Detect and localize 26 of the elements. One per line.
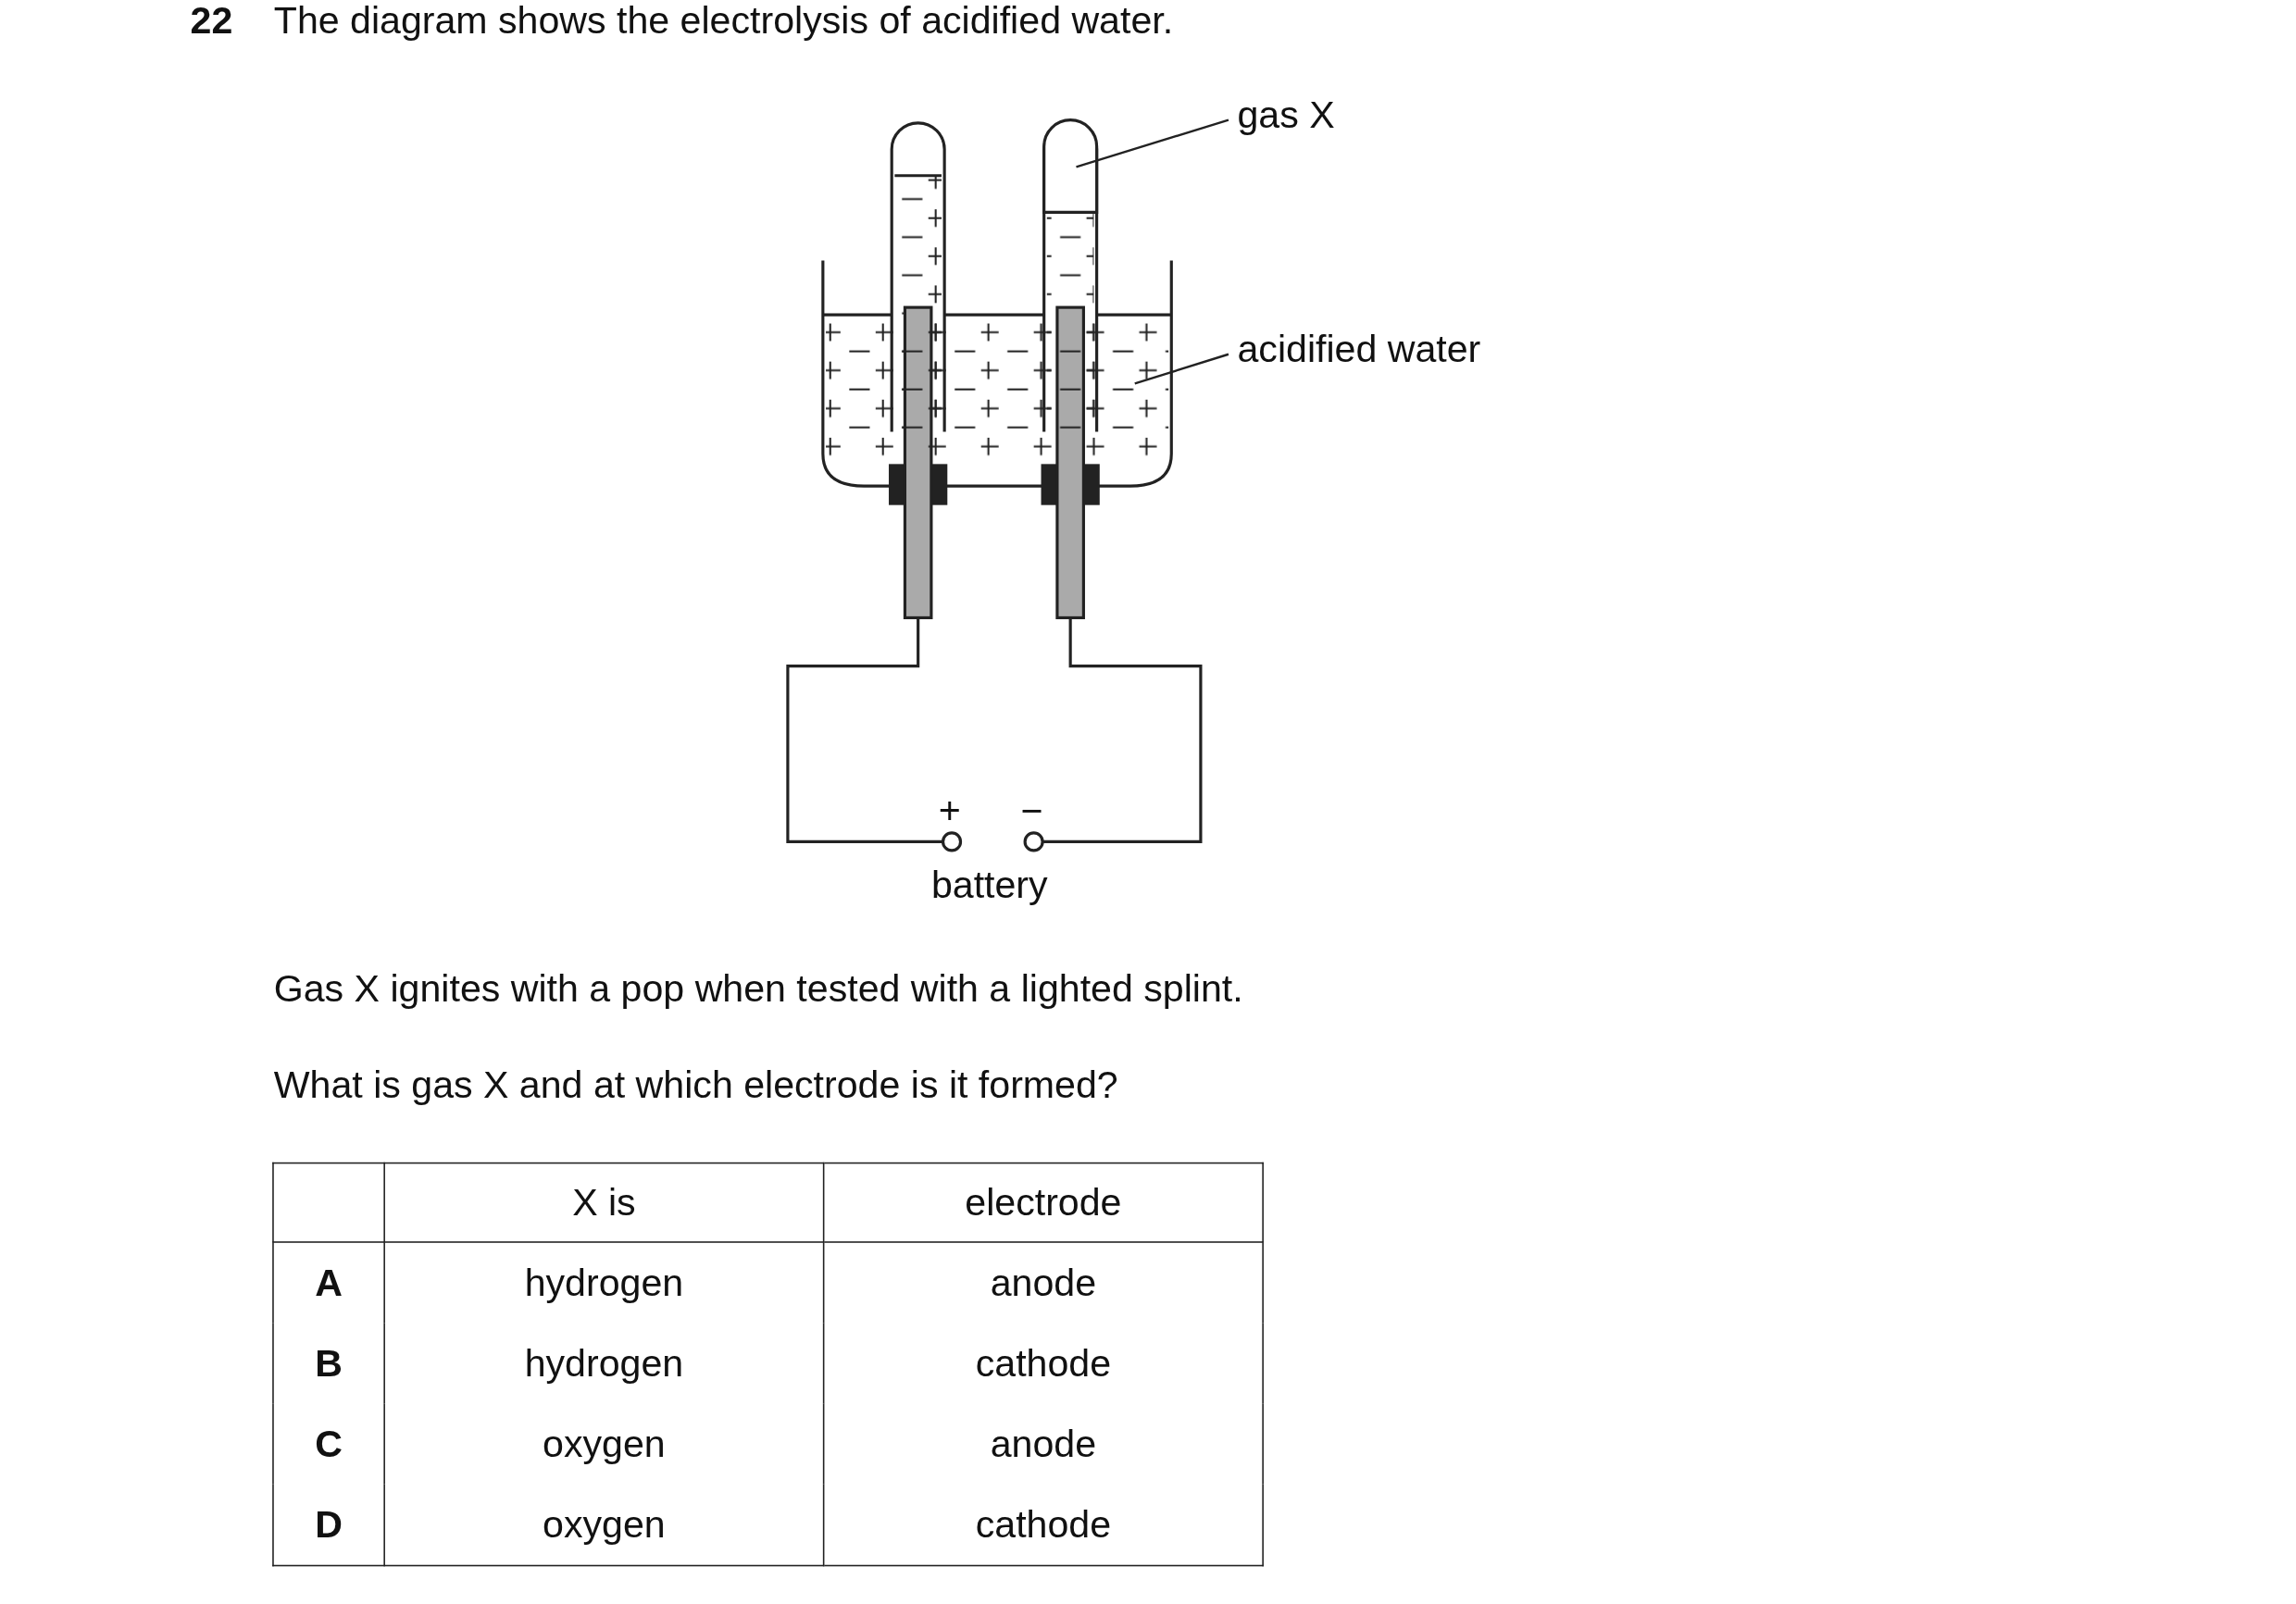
option-letter: B (315, 1340, 343, 1386)
option-letter: A (315, 1260, 343, 1305)
terminal-sign: + (938, 790, 961, 835)
table-text: electrode (965, 1179, 1122, 1225)
table-text: cathode (975, 1501, 1112, 1547)
terminal-sign: − (1020, 790, 1043, 835)
option-letter: C (315, 1421, 343, 1466)
question-text: Gas X ignites with a pop when tested with a lighted splint. (273, 967, 1243, 1012)
leader-text: gas X (1237, 93, 1335, 138)
table-text: hydrogen (524, 1340, 684, 1386)
leader-line (1134, 353, 1229, 385)
table-text: hydrogen (524, 1260, 684, 1305)
table-text: anode (990, 1260, 1097, 1305)
table-text: anode (990, 1421, 1097, 1466)
question-text: What is gas X and at which electrode is it formed? (273, 1063, 1118, 1109)
leader-line (1076, 118, 1229, 168)
battery-label: battery (930, 864, 1048, 908)
table-text: X is (572, 1179, 636, 1225)
question-text: The diagram shows the electrolysis of acidified water. (273, 0, 1174, 44)
option-letter: D (315, 1501, 343, 1547)
question-number: 22 (190, 0, 233, 44)
gas-space (1042, 118, 1099, 214)
table-text: cathode (975, 1340, 1112, 1386)
table-text: oxygen (543, 1501, 666, 1547)
table-text: oxygen (543, 1421, 666, 1466)
leader-text: acidified water (1237, 328, 1481, 372)
